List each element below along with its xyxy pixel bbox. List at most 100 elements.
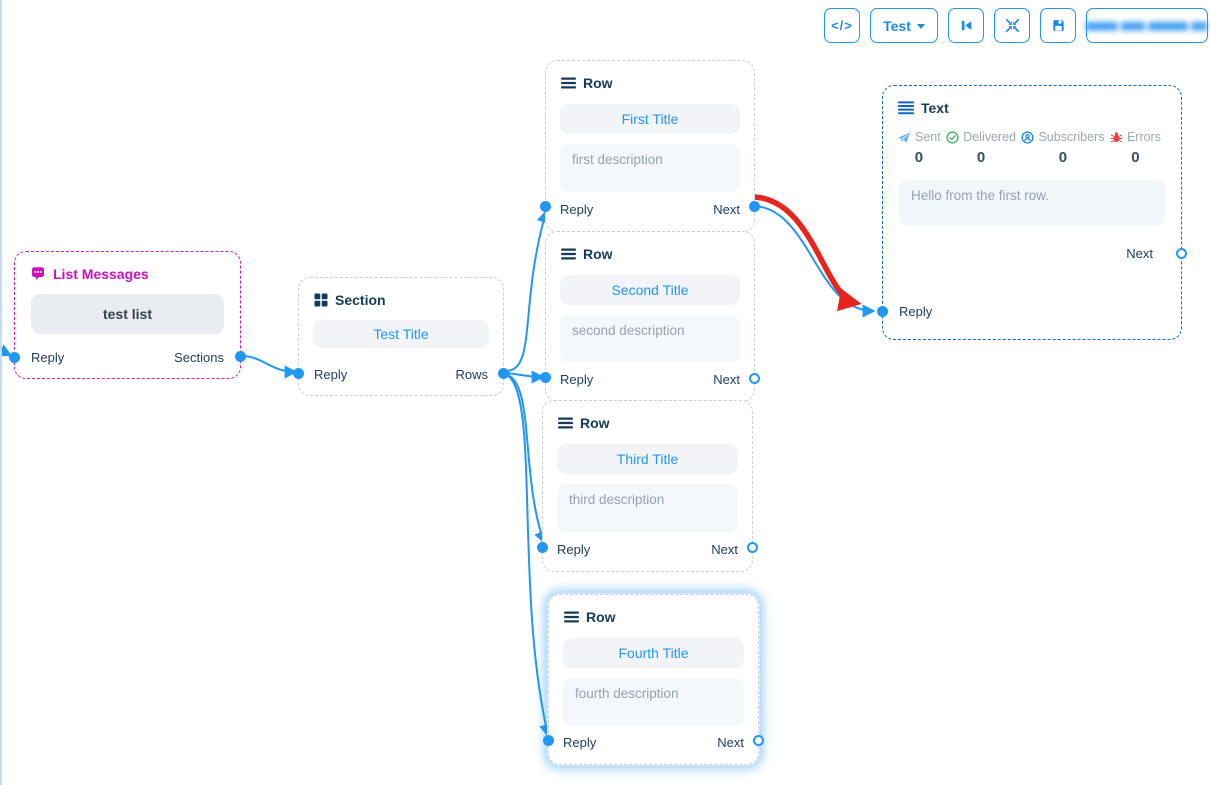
stat-delivered: Delivered 0 (946, 130, 1016, 166)
text-lines-icon (898, 101, 914, 115)
code-button[interactable]: </> (824, 8, 860, 43)
reply-label: Reply (899, 304, 933, 319)
reply-label: Reply (557, 542, 591, 557)
reply-label: Reply (314, 367, 348, 382)
row-title-label: Third Title (616, 451, 679, 467)
section-title-button[interactable]: Test Title (313, 320, 489, 348)
compress-icon (1005, 19, 1019, 32)
node-section[interactable]: Section Test Title Reply Rows (293, 277, 509, 396)
fit-view-button[interactable] (994, 8, 1030, 43)
row-description-text: third description (569, 492, 665, 507)
hamburger-icon (561, 248, 576, 260)
node-title: Row (583, 75, 613, 91)
row-title-button[interactable]: First Title (560, 104, 740, 134)
text-message: Hello from the first row. (911, 188, 1050, 203)
row-description[interactable]: second description (560, 315, 740, 363)
edge-rows-to-row1 (504, 209, 550, 373)
redacted-action-button[interactable]: ▆▆▆▆ ▆▆▆ ▆▆▆▆▆ ▆▆ (1086, 8, 1208, 43)
node-text[interactable]: Text Sent 0 Deliv (877, 85, 1187, 340)
hamburger-icon (561, 77, 576, 89)
list-message-button[interactable]: test list (31, 294, 224, 334)
stat-subscribers: Subscribers 0 (1021, 130, 1104, 166)
node-row-header: Row (549, 595, 758, 625)
handle-section-reply[interactable] (293, 368, 304, 379)
row-title-label: First Title (621, 111, 679, 127)
node-list-messages[interactable]: List Messages test list Reply Sections (9, 251, 246, 379)
row-title-label: Fourth Title (618, 645, 689, 661)
next-label: Next (713, 202, 740, 217)
sections-label: Sections (174, 350, 224, 365)
edge-rows-to-row2 (504, 370, 545, 384)
row-title-button[interactable]: Second Title (560, 275, 740, 305)
stat-value: 0 (914, 149, 924, 166)
handle-row1-reply[interactable] (540, 201, 551, 212)
skip-back-icon (961, 20, 971, 31)
handle-text-reply[interactable] (877, 306, 888, 317)
node-section-header: Section (299, 278, 503, 308)
handle-section-rows[interactable] (498, 368, 509, 379)
row-title-button[interactable]: Third Title (557, 444, 738, 474)
node-list-messages-header: List Messages (15, 252, 240, 282)
chevron-down-icon (916, 24, 925, 29)
row-description-text: second description (572, 323, 685, 338)
rows-label: Rows (455, 367, 488, 382)
skip-back-button[interactable] (948, 8, 984, 43)
bug-icon (1110, 131, 1123, 142)
text-stats: Sent 0 Delivered 0 (883, 130, 1181, 166)
node-title: Row (580, 415, 610, 431)
edge-row1-to-text-highlight (753, 194, 862, 312)
handle-row1-next[interactable] (749, 201, 760, 212)
node-row-2[interactable]: Row Second Title second description Repl… (540, 231, 760, 402)
node-title: Section (335, 292, 386, 308)
handle-row4-next[interactable] (753, 735, 764, 746)
handle-row3-reply[interactable] (537, 542, 548, 553)
handle-row3-next[interactable] (747, 542, 758, 553)
row-description-text: first description (572, 152, 663, 167)
stat-label: Errors (1126, 130, 1161, 144)
code-icon: </> (831, 18, 853, 33)
next-label: Next (1126, 246, 1153, 261)
node-row-1[interactable]: Row First Title first description Reply … (540, 60, 760, 232)
row-description[interactable]: fourth description (563, 678, 744, 726)
node-row-3[interactable]: Row Third Title third description Reply … (537, 400, 758, 572)
stat-value: 0 (1058, 149, 1068, 166)
reply-label: Reply (31, 350, 65, 365)
stat-value: 0 (1131, 149, 1140, 166)
stat-label: Sent (915, 130, 941, 144)
stat-label: Delivered (963, 130, 1016, 144)
handle-list-sections[interactable] (235, 351, 246, 362)
save-button[interactable] (1040, 8, 1076, 43)
row-title-label: Second Title (611, 282, 689, 298)
edge-row1-to-text (751, 205, 876, 318)
paper-plane-icon (897, 131, 911, 143)
reply-label: Reply (563, 735, 597, 750)
test-dropdown-label: Test (883, 17, 911, 34)
chat-bubble-icon (32, 267, 44, 280)
next-label: Next (717, 735, 744, 750)
next-label: Next (711, 542, 738, 557)
node-row-header: Row (543, 401, 752, 431)
node-title: Text (921, 100, 949, 116)
handle-text-next[interactable] (1176, 248, 1187, 259)
grid-icon (314, 293, 328, 307)
subscribers-icon (1021, 130, 1035, 144)
row-description[interactable]: first description (560, 144, 740, 192)
node-row-4[interactable]: Row Fourth Title fourth description Repl… (543, 594, 764, 765)
handle-row4-reply[interactable] (543, 735, 554, 746)
stat-errors: Errors 0 (1110, 130, 1161, 166)
row-title-button[interactable]: Fourth Title (563, 638, 744, 668)
handle-row2-reply[interactable] (540, 372, 551, 383)
handle-row2-next[interactable] (749, 373, 760, 384)
list-message-button-label: test list (102, 306, 152, 322)
toolbar: </> Test (824, 8, 1208, 43)
test-dropdown[interactable]: Test (870, 8, 938, 43)
node-row-header: Row (546, 232, 754, 262)
text-message-box[interactable]: Hello from the first row. (899, 180, 1165, 226)
handle-list-reply[interactable] (9, 352, 20, 363)
section-title-label: Test Title (373, 326, 429, 342)
node-title: Row (583, 246, 613, 262)
check-circle-icon (946, 130, 959, 144)
node-text-header: Text (883, 86, 1181, 116)
row-description[interactable]: third description (557, 484, 738, 532)
